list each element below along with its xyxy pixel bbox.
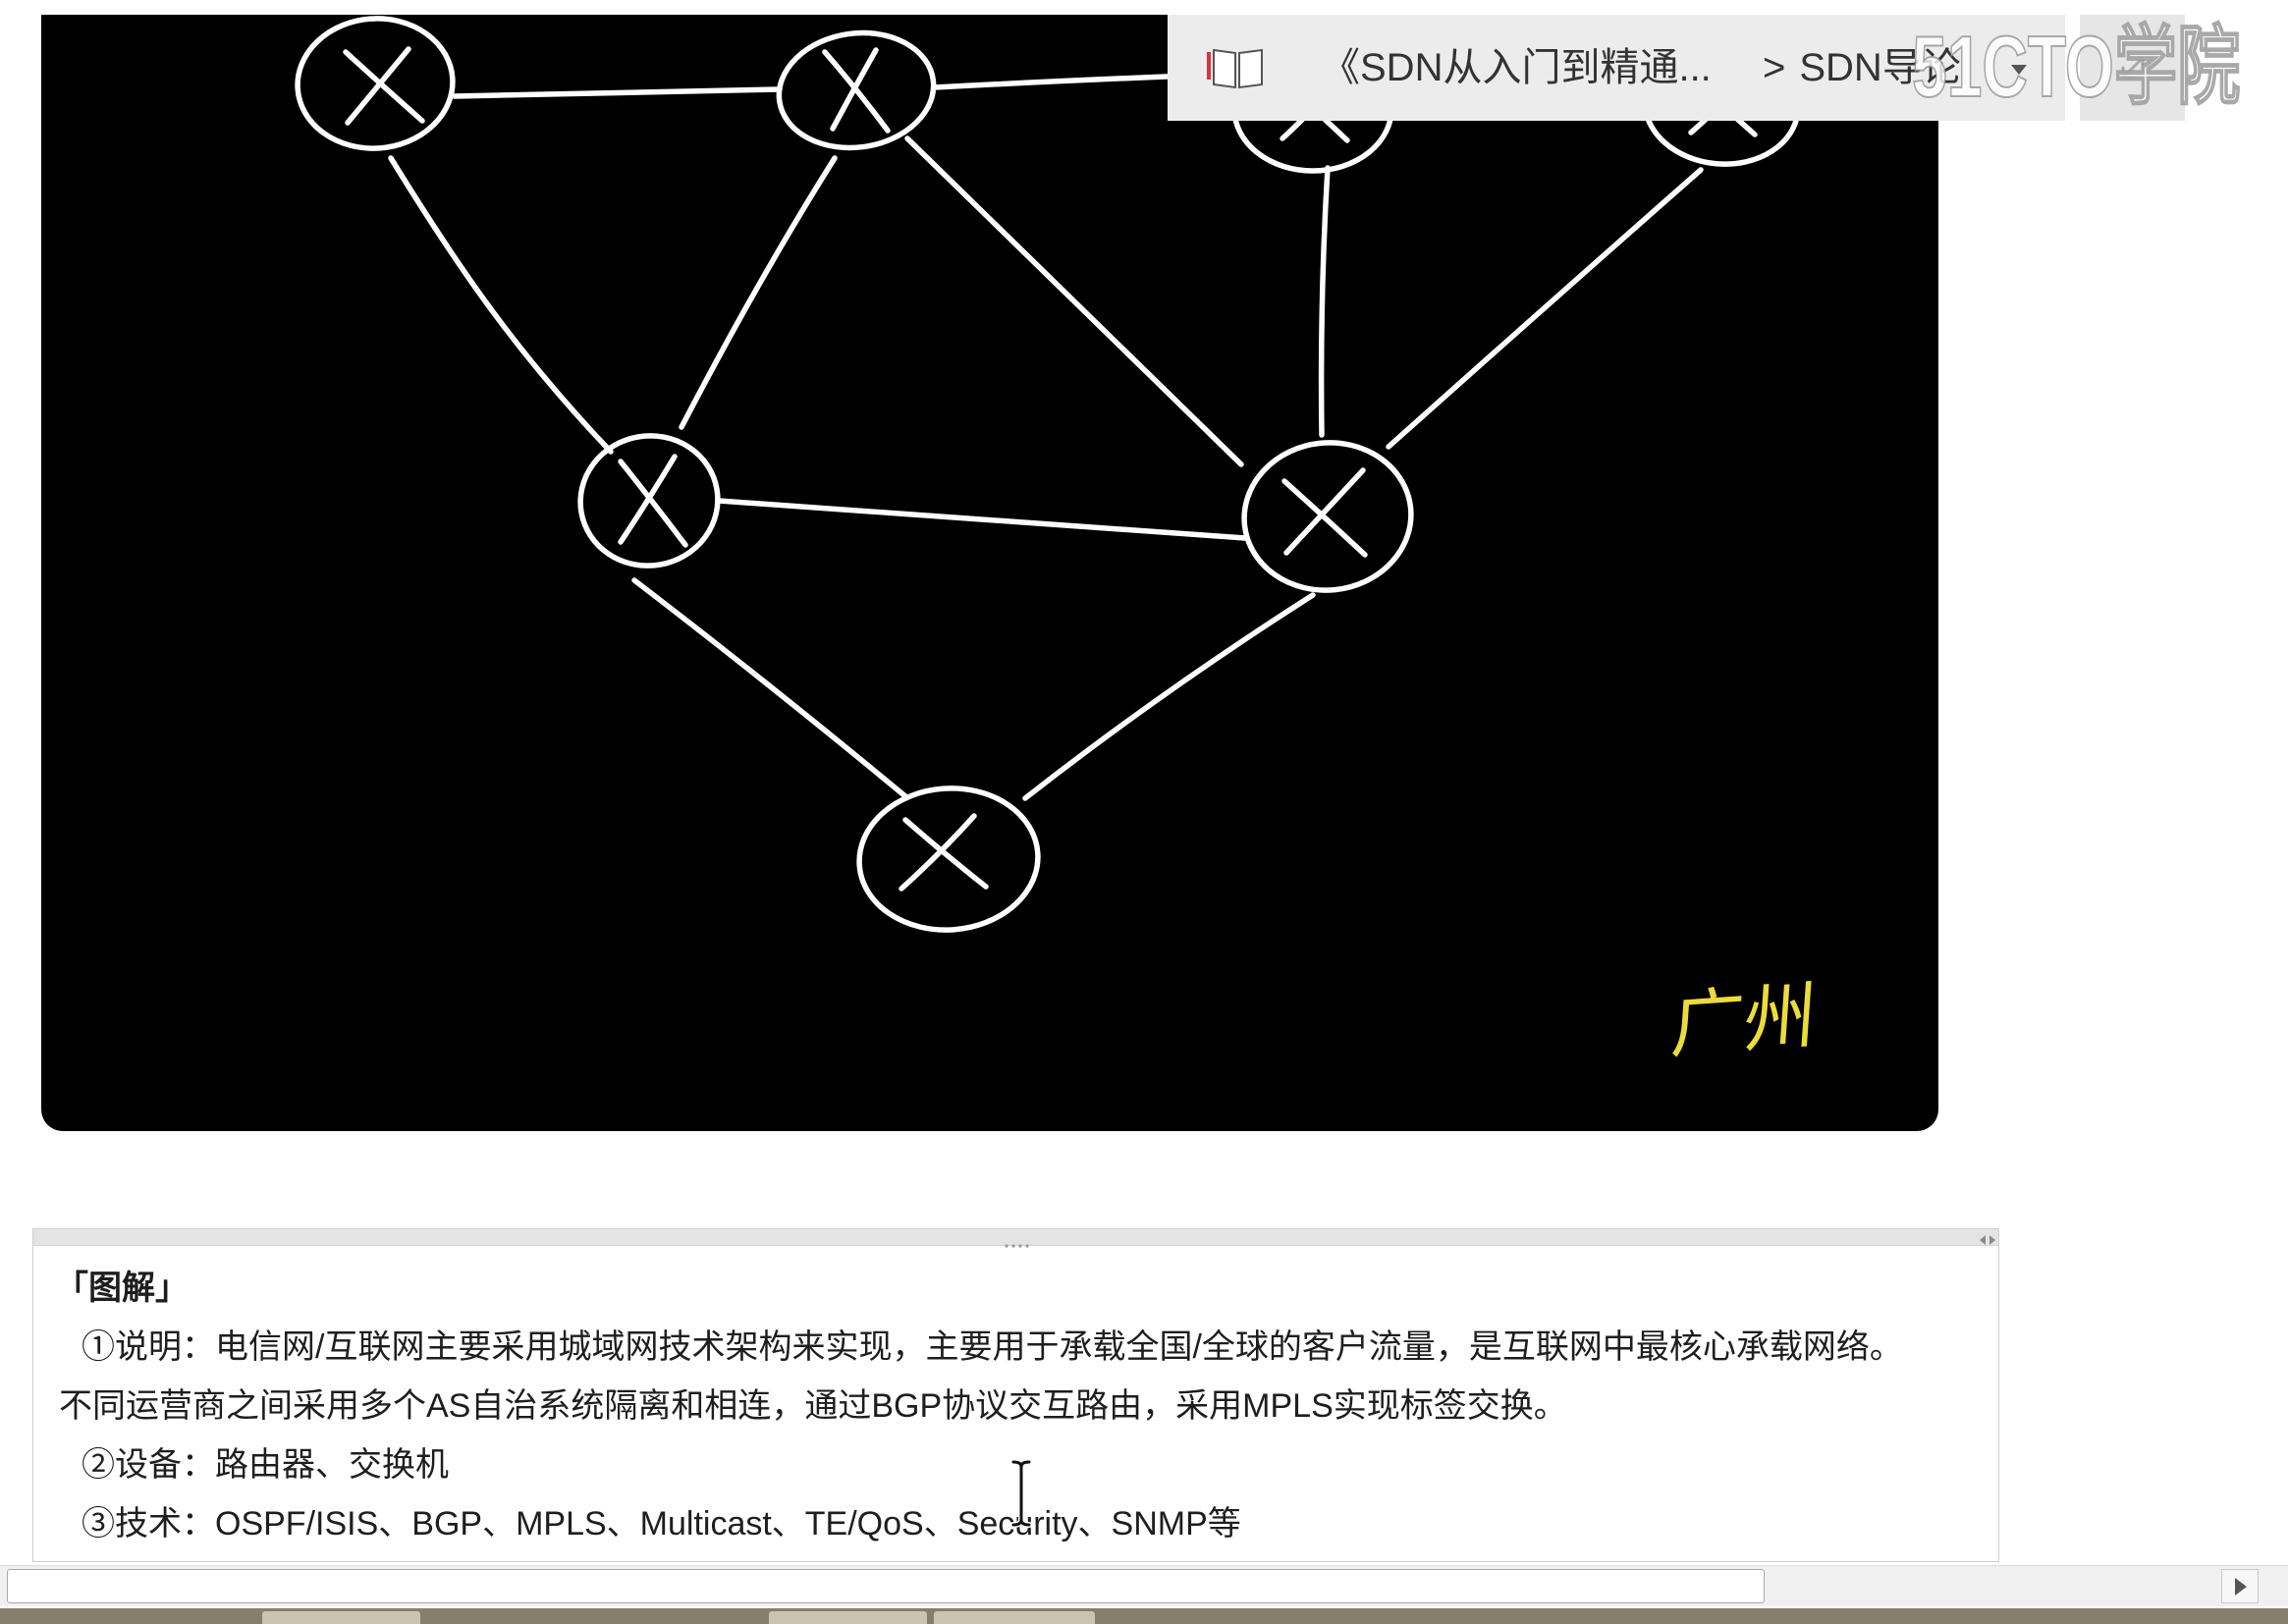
video-frame[interactable]: 广州	[41, 15, 1938, 1131]
notes-heading: 「图解」	[55, 1270, 189, 1307]
router-outline	[295, 16, 456, 151]
taskbar-button[interactable]	[934, 1611, 1095, 1624]
router-outline	[776, 29, 937, 151]
router-outline	[577, 433, 721, 568]
grip-icon[interactable]	[1005, 1235, 1030, 1248]
note-line: ①说明：电信网/互联网主要采用城域网技术架构来实现，主要用于承载全国/全球的客户…	[82, 1328, 1903, 1366]
notes-editor[interactable]: 「图解」 ①说明：电信网/互联网主要采用城域网技术架构来实现，主要用于承载全国/…	[33, 1259, 1998, 1553]
router-cross	[345, 46, 411, 126]
note-line: ②设备：路由器、交换机	[82, 1446, 449, 1484]
chapter-title[interactable]: SDN导论	[1799, 46, 1961, 89]
scrollbar-thumb[interactable]	[7, 1569, 1765, 1603]
book-icon[interactable]	[1205, 44, 1270, 90]
router-cross	[899, 813, 977, 892]
note-line: ③技术：OSPF/ISIS、BGP、MPLS、Multicast、TE/QoS、…	[82, 1505, 1241, 1543]
router-outline	[1241, 440, 1414, 593]
notes-panel: 「图解」 ①说明：电信网/互联网主要采用城域网技术架构来实现，主要用于承载全国/…	[32, 1228, 1999, 1562]
expand-button[interactable]	[2080, 15, 2185, 121]
expand-icon	[2117, 52, 2149, 83]
scroll-right-button[interactable]	[2221, 1569, 2259, 1603]
link-node1-node5	[388, 155, 614, 455]
router-node-5	[577, 433, 721, 568]
text-cursor-icon	[1010, 1459, 1032, 1528]
horizontal-scrollbar[interactable]	[0, 1565, 2288, 1606]
router-node-7	[856, 785, 1041, 933]
notes-splitter[interactable]	[33, 1229, 1998, 1248]
link-node4-node6	[1386, 167, 1704, 450]
router-cross	[902, 817, 989, 890]
link-node2-node6	[904, 135, 1244, 467]
breadcrumb-separator: >	[1763, 46, 1786, 89]
chevron-down-icon[interactable]	[2010, 63, 2028, 75]
links	[388, 71, 1704, 801]
router-cross	[1283, 467, 1366, 556]
breadcrumb-chapter[interactable]: > SDN导论	[1763, 15, 1961, 121]
course-title-link[interactable]: 《SDN从入门到精通...	[1321, 46, 1712, 89]
note-line: 不同运营商之间采用多个AS自治系统隔离和相连，通过BGP协议交互路由，采用MPL…	[59, 1387, 1567, 1425]
watermark: 51CTO学院	[1911, 18, 2241, 115]
link-node3-node6	[1318, 165, 1331, 438]
arrow-right-icon	[2235, 1578, 2247, 1596]
link-node2-node5	[679, 155, 838, 430]
taskbar-button[interactable]	[262, 1611, 420, 1624]
link-node5-node7	[631, 577, 908, 799]
router-cross	[830, 47, 879, 132]
router-cross	[822, 49, 891, 134]
router-cross	[618, 454, 678, 545]
router-node-1	[295, 16, 456, 151]
network-diagram	[295, 16, 1801, 933]
course-breadcrumb-bar: 《SDN从入门到精通... > SDN导论	[1168, 15, 2065, 121]
link-node5-node6	[716, 498, 1248, 541]
router-node-2	[776, 29, 937, 151]
taskbar-button[interactable]	[769, 1611, 927, 1624]
router-cross	[1281, 478, 1368, 558]
router-node-6	[1241, 440, 1414, 593]
link-node1-node2	[452, 86, 783, 99]
router-outline	[856, 785, 1041, 933]
taskbar	[0, 1608, 2288, 1624]
collapse-icon[interactable]	[1978, 1232, 1997, 1245]
link-node6-node7	[1022, 592, 1316, 801]
router-cross	[618, 459, 688, 548]
handwritten-note: 广州	[1668, 973, 1820, 1069]
